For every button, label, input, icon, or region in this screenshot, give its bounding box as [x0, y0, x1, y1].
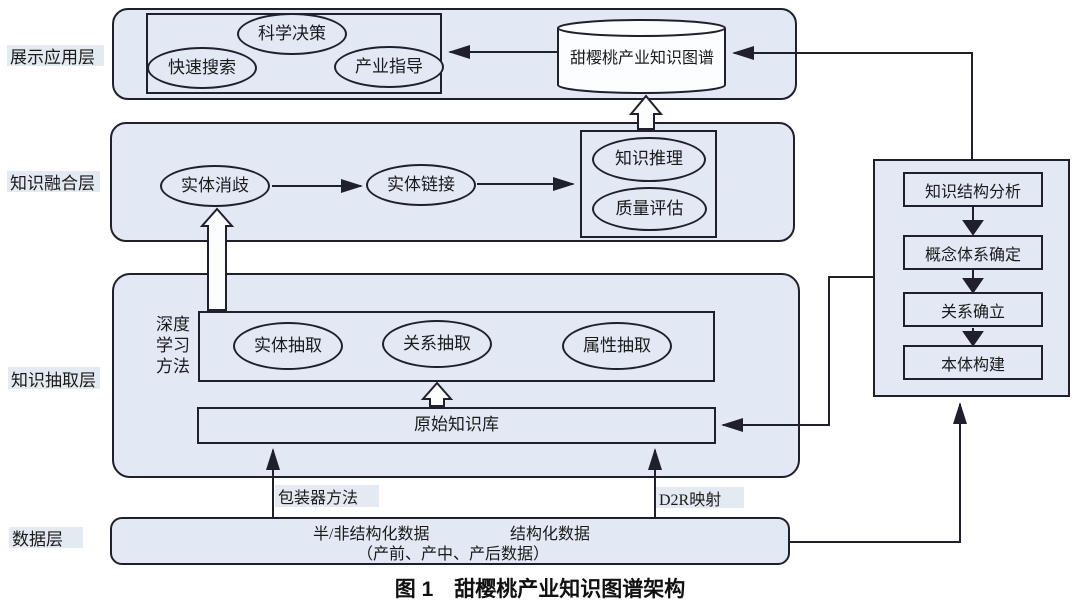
arrow-data-to-panel	[790, 402, 967, 543]
label-knowledge-extraction-layer: 知识抽取层	[8, 367, 100, 390]
node-industry-guidance: 产业指导	[334, 46, 444, 88]
block-arrow-reasoning-to-db	[628, 94, 664, 130]
panel-step-knowledge-structure-analysis: 知识结构分析	[903, 172, 1043, 207]
block-arrow-extraction-to-fusion	[199, 207, 235, 311]
knowledge-graph-db-label: 甜樱桃产业知识图谱	[569, 50, 714, 67]
layer-data	[110, 517, 790, 565]
node-quick-search: 快速搜索	[147, 47, 257, 89]
node-knowledge-reasoning: 知识推理	[592, 137, 706, 182]
label-display-application-layer: 展示应用层	[7, 45, 104, 67]
label-data-layer: 数据层	[9, 527, 83, 549]
node-entity-linking: 实体链接	[366, 164, 476, 206]
arrow-panel-to-db	[732, 46, 973, 159]
figure-caption: 图 1 甜樱桃产业知识图谱架构	[394, 578, 686, 601]
label-semi-unstructured-data: 半/非结构化数据	[313, 526, 430, 543]
edge-label-wrapper-method: 包装器方法	[275, 485, 379, 507]
node-scientific-decision: 科学决策	[237, 13, 347, 55]
panel-step-ontology-construction: 本体构建	[903, 345, 1043, 380]
raw-knowledge-base-box: 原始知识库	[197, 407, 716, 444]
knowledge-graph-cylinder	[557, 19, 726, 94]
node-entity-extraction: 实体抽取	[233, 322, 343, 370]
label-knowledge-fusion-layer: 知识融合层	[7, 171, 100, 193]
edge-label-d2r-mapping: D2R映射	[656, 487, 744, 509]
node-relation-extraction: 关系抽取	[382, 320, 492, 368]
block-arrow-rawkb-to-extraction	[420, 381, 454, 407]
label-data-detail: （产前、产中、产后数据）	[357, 546, 550, 563]
deep-learning-method-label: 深度 学习 方法	[156, 315, 190, 376]
panel-step-relation-establishment: 关系确立	[903, 292, 1043, 327]
panel-step-concept-system-determination: 概念体系确定	[903, 235, 1043, 270]
panel-step-arrows	[962, 207, 984, 347]
label-structured-data: 结构化数据	[510, 526, 591, 543]
node-quality-evaluation: 质量评估	[592, 187, 707, 231]
node-attribute-extraction: 属性抽取	[562, 322, 672, 370]
node-entity-disambiguation: 实体消歧	[160, 165, 270, 207]
arrow-panel-to-raw-kb	[721, 276, 873, 432]
